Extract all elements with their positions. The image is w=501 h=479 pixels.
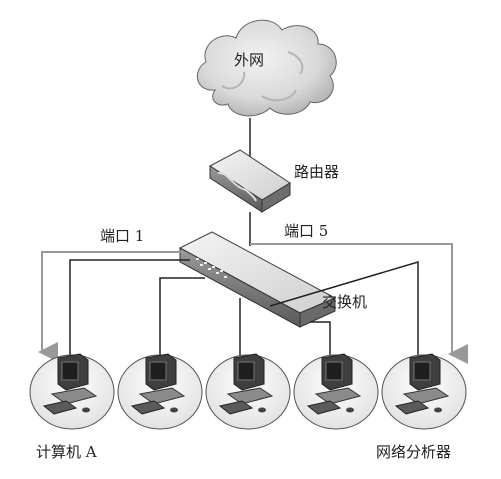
internet-cloud	[196, 19, 337, 117]
mouse-icon	[258, 407, 266, 413]
keyboard-icon	[306, 400, 342, 415]
computer-a-label: 计算机 A	[36, 443, 97, 461]
switch-device	[178, 231, 337, 328]
mouse-icon	[82, 407, 90, 413]
computer-3-workstation	[205, 353, 291, 430]
desktop-base	[138, 387, 186, 405]
desktop-base	[402, 387, 450, 405]
desktop-base	[50, 387, 98, 405]
mouse-icon	[346, 407, 354, 413]
mouse-icon	[434, 407, 442, 413]
desktop-base	[226, 387, 274, 405]
port1-mirror-arrow	[38, 251, 185, 362]
computer-2-workstation	[117, 353, 203, 430]
switch-links	[69, 259, 419, 362]
screen	[237, 361, 255, 381]
port5-mirror-arrow	[250, 243, 468, 364]
network-analyzer-workstation	[381, 353, 467, 430]
keyboard-icon	[218, 400, 254, 415]
router-device	[209, 149, 291, 213]
switch-label: 交换机	[322, 293, 368, 311]
port5-label: 端口 5	[284, 222, 329, 240]
keyboard-icon	[394, 400, 430, 415]
router-label: 路由器	[294, 163, 340, 181]
keyboard-icon	[42, 400, 78, 415]
screen	[325, 361, 343, 381]
switch-port-leds	[196, 258, 227, 278]
analyzer-label: 网络分析器	[376, 443, 452, 461]
internet-label: 外网	[234, 51, 265, 69]
screen	[61, 361, 79, 381]
keyboard-icon	[130, 400, 166, 415]
computer-4-workstation	[293, 353, 379, 430]
screen	[149, 361, 167, 381]
screen	[413, 361, 431, 381]
computer-a-workstation	[29, 353, 115, 430]
desktop-base	[314, 387, 362, 405]
port1-label: 端口 1	[100, 227, 145, 245]
mouse-icon	[170, 407, 178, 413]
